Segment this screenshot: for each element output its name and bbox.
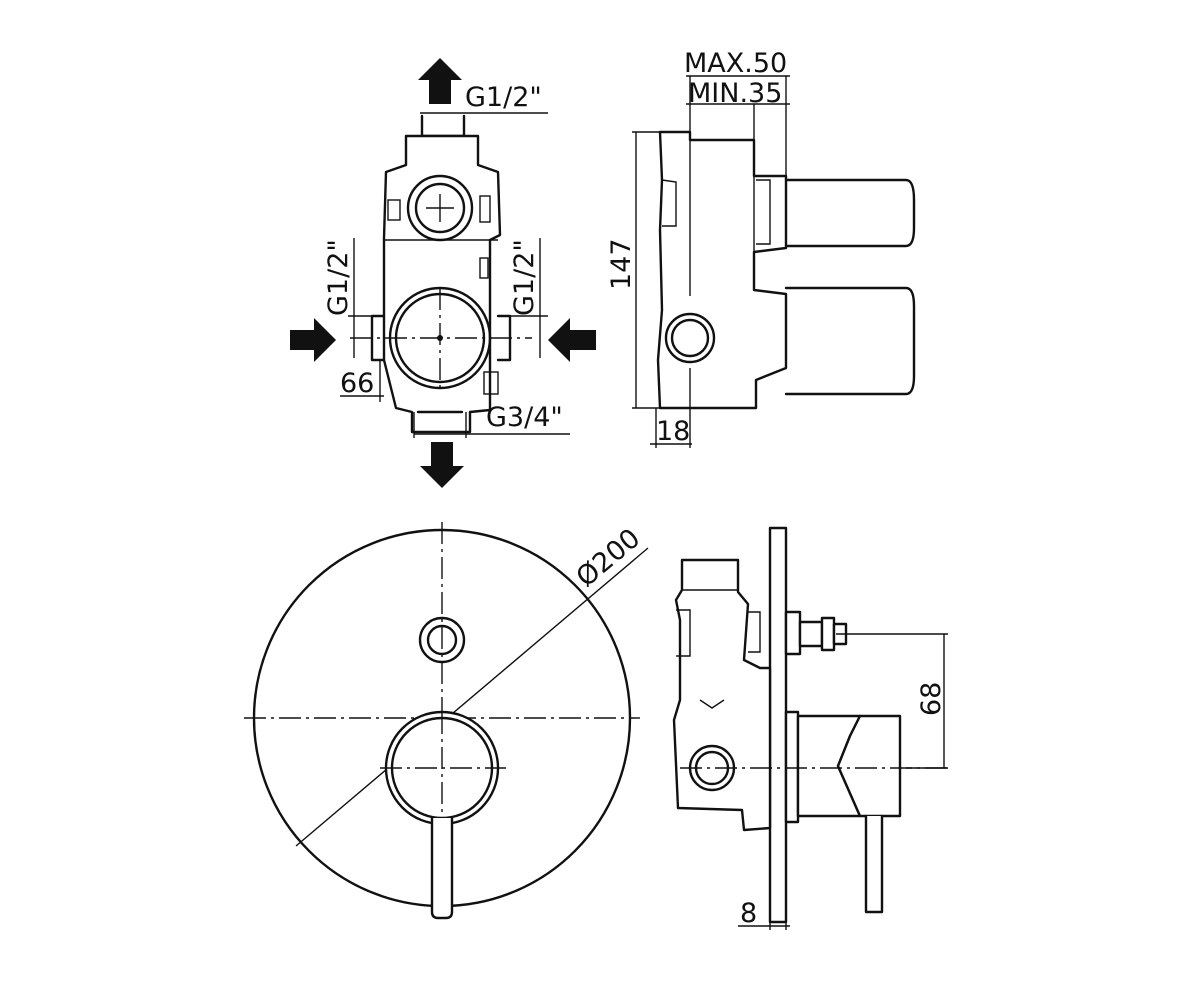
outlet-up-arrow xyxy=(418,58,462,104)
min-depth-label: MIN.35 xyxy=(688,78,782,109)
max-depth-label: MAX.50 xyxy=(684,48,787,79)
body-height-label: 147 xyxy=(606,238,637,290)
base-offset-label: 18 xyxy=(656,416,690,447)
bottom-outlet-thread-label: G3/4" xyxy=(486,402,563,433)
plate-thickness-label: 8 xyxy=(740,898,757,929)
inlet-offset-label: 66 xyxy=(340,368,374,399)
left-inlet-thread-label: G1/2" xyxy=(323,239,354,316)
trim-plate-front-view: Ø200 xyxy=(244,522,649,920)
top-outlet-thread-label: G1/2" xyxy=(465,82,542,113)
handle-spacing-label: 68 xyxy=(916,682,947,716)
inlet-right-arrow xyxy=(548,318,596,362)
inlet-left-arrow xyxy=(290,318,336,362)
right-inlet-thread-label: G1/2" xyxy=(509,239,540,316)
plate-diameter-label: Ø200 xyxy=(571,523,647,594)
assembly-side-view: 68 8 xyxy=(672,526,950,930)
outlet-down-arrow xyxy=(420,442,464,488)
valve-body-side-view: MAX.50 MIN.35 147 18 xyxy=(606,48,916,448)
valve-body-front-view: G1/2" G1/2" xyxy=(290,58,596,488)
